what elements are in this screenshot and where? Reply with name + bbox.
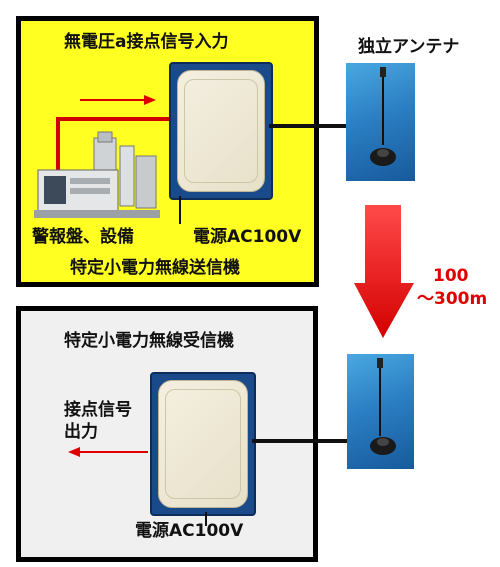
antenna-photo-bottom (347, 354, 414, 469)
transmission-arrow (354, 205, 414, 338)
receiver-device-face (158, 380, 248, 508)
antenna-label: 独立アンテナ (358, 37, 460, 57)
receiver-power-wire (205, 512, 207, 526)
receiver-title: 特定小電力無線受信機 (64, 331, 234, 351)
transmitter-power-wire (179, 196, 181, 224)
transmitter-power-label: 電源AC100V (193, 227, 302, 247)
machinery-illustration (34, 131, 160, 218)
distance-value: 100 (433, 266, 469, 286)
receiver-antenna-cable (252, 439, 347, 443)
transmitter-title: 特定小電力無線送信機 (70, 258, 240, 278)
contact-input-label: 無電圧a接点信号入力 (64, 32, 229, 52)
antenna-icon (370, 67, 396, 166)
receiver-device (150, 372, 256, 516)
distance-range: ～300m (417, 289, 488, 309)
transmitter-device (169, 62, 273, 200)
transmitter-device-face (177, 70, 265, 192)
signal-wire (56, 117, 173, 173)
receiver-power-label: 電源AC100V (135, 521, 244, 541)
input-arrow (80, 95, 156, 105)
antenna-photo-top (346, 63, 415, 181)
antenna-icon (370, 358, 396, 455)
output-label-line2: 出力 (64, 422, 98, 442)
transmitter-antenna-cable (269, 124, 346, 128)
output-arrow (68, 447, 148, 457)
alarm-panel-label: 警報盤、設備 (32, 227, 134, 247)
output-label-line1: 接点信号 (64, 400, 132, 420)
